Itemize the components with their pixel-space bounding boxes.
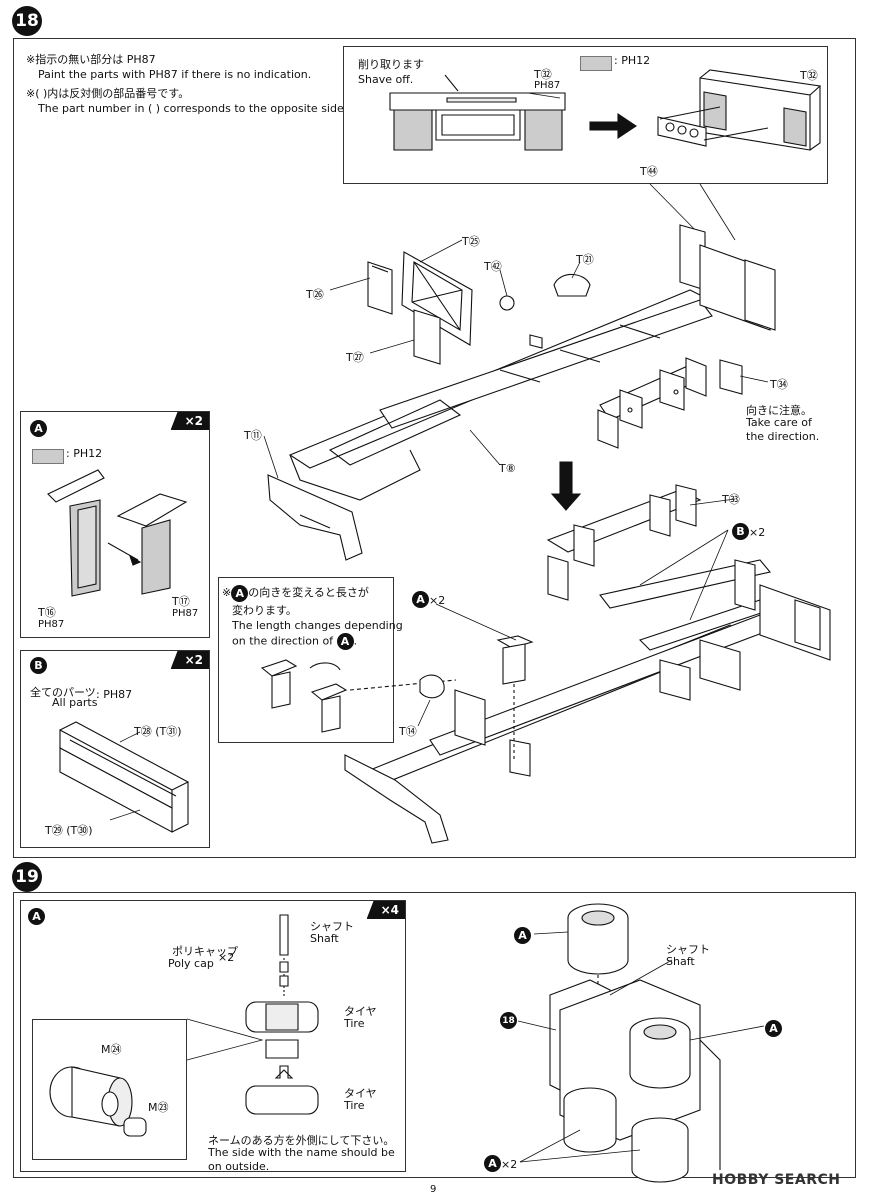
part-t34-label: T㉞ [770, 378, 788, 391]
panel-a-t16: T⑯ [38, 606, 56, 619]
direction-en-1: Take care of [746, 416, 812, 429]
b-x2-text: ×2 [749, 526, 766, 539]
b-badge-small: B [732, 523, 749, 540]
right-a-top-text: A [514, 927, 531, 944]
panel-a19-badge-text: A [28, 908, 45, 925]
name-jp: ネームのある方を外側にして下さい。 [208, 1134, 395, 1147]
panel-a-badge-text: A [30, 420, 47, 437]
right-a-bottom-text: A [484, 1155, 501, 1172]
polycap-x: ×2 [218, 951, 235, 964]
panel-a-swatch [32, 446, 64, 465]
panel-a-t16-paint: PH87 [38, 619, 65, 630]
part-t44-label: T㊹ [640, 165, 658, 178]
m23-label: M㉓ [148, 1101, 169, 1114]
part-t32-label-a: T㉜ [534, 68, 552, 81]
panel-a19-badge: A [28, 906, 45, 925]
panel-b-all-parts-jp: 全てのパーツ [30, 686, 96, 699]
tire-jp-1: タイヤ [344, 1005, 377, 1018]
a-badge-note: A [231, 584, 249, 602]
panel-b-badge-text: B [30, 657, 47, 674]
step-19-number: 19 [15, 867, 39, 887]
right-a-right: A [765, 1018, 782, 1037]
length-note-jp: の向きを変えると長さが [248, 586, 369, 599]
part-t32-label-b: T㉜ [800, 69, 818, 82]
swatch-gray-a [32, 449, 64, 464]
panel-a-t17-paint: PH87 [172, 608, 199, 619]
part-t14-label: T⑭ [399, 725, 417, 738]
panel-b-t28: T㉘ (T㉛) [134, 725, 182, 738]
step-18-badge: 18 [12, 6, 42, 36]
panel-b-paint: : PH87 [96, 688, 133, 701]
m24-label: M㉔ [101, 1043, 122, 1056]
step-18-number: 18 [15, 11, 39, 31]
note-opposite-en: The part number in ( ) corresponds to th… [38, 102, 348, 115]
note-paint-jp: ※指示の無い部分は PH87 [26, 53, 156, 66]
part-t27-label: T㉗ [346, 351, 364, 364]
note-opposite-jp: ※( )内は反対側の部品番号です。 [26, 87, 190, 100]
panel-b-step18: ×2 [20, 650, 210, 848]
length-note-line4: on the direction of A. [232, 633, 358, 650]
right-a-top: A [514, 925, 531, 944]
panel-a-multiplier: ×2 [170, 412, 209, 430]
panel-b-badge: B [30, 655, 47, 674]
step-19-badge: 19 [12, 862, 42, 892]
panel-a19-multiplier: ×4 [366, 901, 405, 919]
panel-a-swatch-label: : PH12 [66, 447, 103, 460]
note-paint-en: Paint the parts with PH87 if there is no… [38, 68, 312, 81]
a-x2-text: ×2 [429, 594, 446, 607]
shaft-en: Shaft [310, 932, 339, 945]
polycap-jp: ポリキャップ [172, 945, 238, 958]
right-a-right-text: A [765, 1020, 782, 1037]
part-t42-label: T㊷ [484, 260, 502, 273]
right-step-ref: 18 [500, 1012, 517, 1029]
panel-a-t17: T⑰ [172, 595, 190, 608]
a-x2-callout: A×2 [412, 589, 445, 608]
length-note-line3: The length changes depending [232, 619, 403, 632]
part-t11-label: T⑪ [244, 429, 262, 442]
right-a-bottom: A×2 [484, 1153, 517, 1172]
tire-en-2: Tire [344, 1099, 365, 1112]
right-shaft-jp: シャフト [666, 943, 710, 956]
right-a-bottom-x: ×2 [501, 1158, 518, 1171]
part-t21-label: T㉑ [576, 253, 594, 266]
right-step-ref-text: 18 [502, 1015, 515, 1026]
ph87-label: PH87 [534, 80, 561, 91]
name-en-2: on outside. [208, 1160, 270, 1173]
part-t8-label: T⑧ [499, 462, 516, 475]
name-en-1: The side with the name should be [208, 1146, 395, 1159]
length-note-line2: 変わります。 [232, 604, 297, 617]
right-shaft-en: Shaft [666, 955, 695, 968]
swatch-gray [580, 56, 612, 71]
part-t25-label: T㉕ [462, 235, 480, 248]
polycap-en: Poly cap [168, 957, 214, 970]
panel-b-t29: T㉙ (T㉚) [45, 824, 93, 837]
panel-b-all-parts-en: All parts [52, 696, 98, 709]
length-note-box [218, 577, 394, 743]
part-t26-label: T㉖ [306, 288, 324, 301]
length-note-en: on the direction of [232, 634, 334, 648]
swatch-ph12-label: : PH12 [614, 54, 651, 67]
panel-a-badge: A [30, 418, 47, 437]
watermark: HOBBY SEARCH [712, 1172, 841, 1188]
shaft-jp: シャフト [310, 920, 354, 933]
shave-jp: 削り取ります [358, 58, 424, 71]
length-note-mark: ※ [222, 586, 232, 599]
a-badge-small: A [412, 591, 429, 608]
b-x2-callout: B×2 [732, 521, 765, 540]
page-number: 9 [430, 1184, 437, 1195]
direction-en-2: the direction. [746, 430, 820, 443]
direction-jp: 向きに注意。 [746, 404, 812, 417]
paint-swatch-ph12 [580, 53, 612, 72]
part-t33-label: T㉝ [722, 493, 740, 506]
tire-en-1: Tire [344, 1017, 365, 1030]
panel-b-multiplier: ×2 [170, 651, 209, 669]
tire-jp-2: タイヤ [344, 1087, 377, 1100]
a-badge-note-2: A [336, 633, 354, 650]
shave-en: Shave off. [358, 73, 414, 86]
